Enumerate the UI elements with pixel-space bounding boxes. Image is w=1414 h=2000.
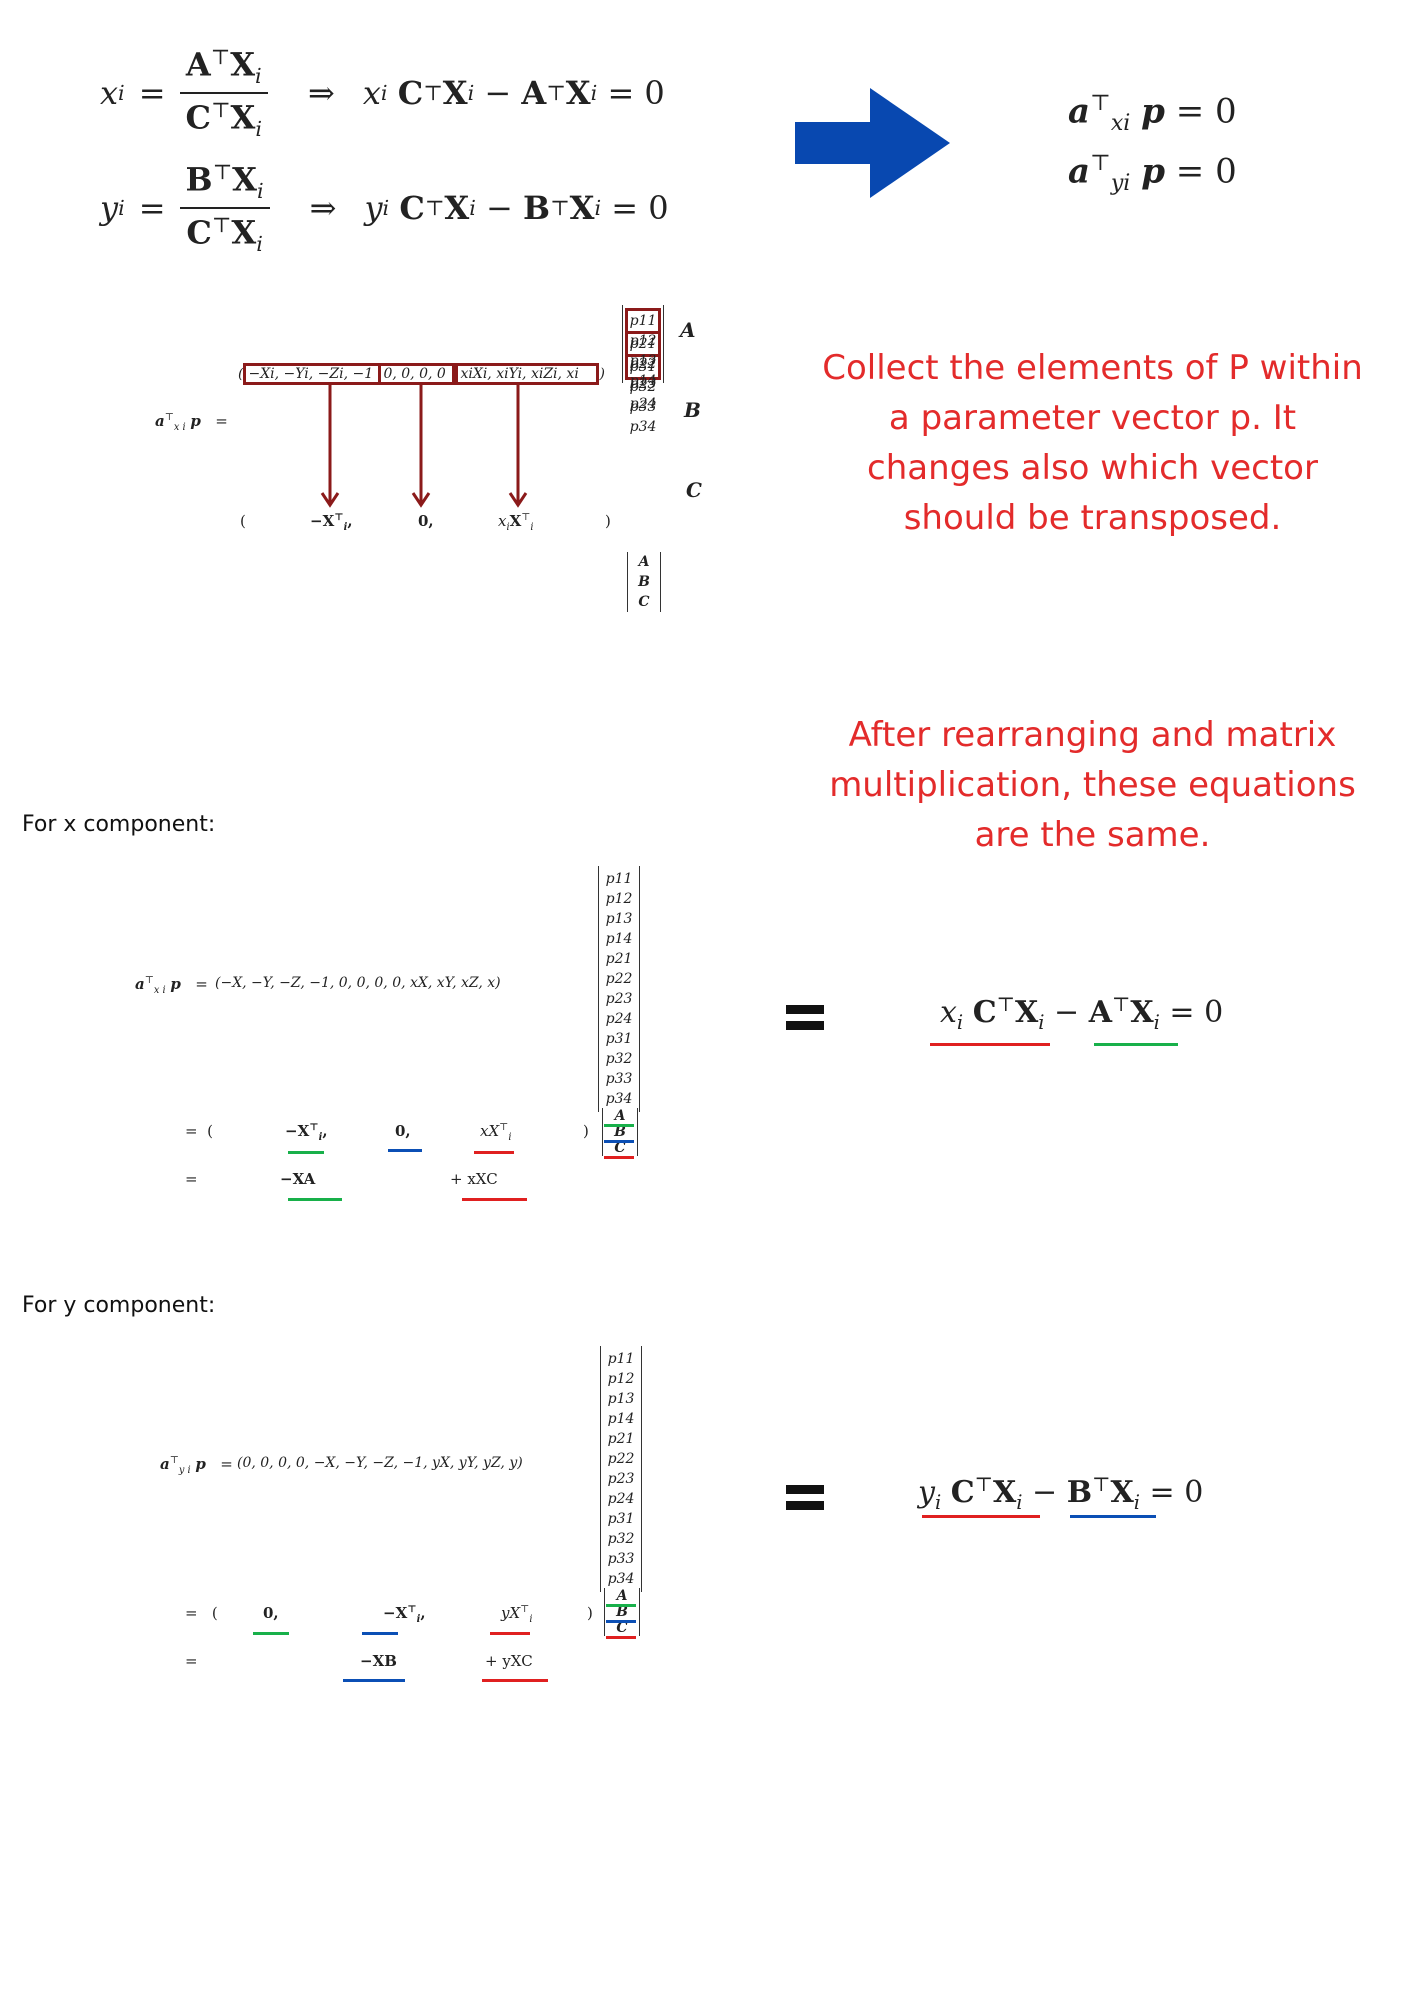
eq-ax-p: a⊤xi p = 0 (1068, 90, 1237, 137)
y-line2: = ( 0, −X⊤i, yX⊤i ) (185, 1604, 593, 1625)
down-arrows-icon (320, 385, 528, 508)
block-label-C: C (686, 478, 702, 502)
equals-sign-y-bottom (786, 1501, 824, 1510)
block-label-B: B (684, 398, 701, 422)
y-final-eq: yi C⊤Xi − B⊤Xi = 0 (918, 1473, 1204, 1514)
y-row: (0, 0, 0, 0, −X, −Y, −Z, −1, yX, yY, yZ,… (237, 1455, 523, 1471)
equals-sign-y-top (786, 1485, 824, 1494)
label-x-component: For x component: (22, 812, 216, 837)
implies-arrow: ⇒ (308, 74, 335, 113)
x-line3: = −XA + xXC (185, 1170, 498, 1188)
diagram-output-row: ( −X⊤i, 0, xiX⊤i ) (240, 512, 611, 533)
blue-arrow-icon (795, 88, 950, 198)
y-line3: = −XB + yXC (185, 1652, 533, 1670)
note-rearrange: After rearranging and matrix multiplicat… (829, 715, 1356, 855)
diagram-lhs: a⊤x i p = (155, 412, 228, 433)
implies-arrow: ⇒ (309, 189, 337, 228)
x-final-eq: xi C⊤Xi − A⊤Xi = 0 (940, 993, 1224, 1034)
x-lhs: a⊤x i p = (135, 975, 208, 996)
x-line2: = ( −X⊤i, 0, xX⊤i ) (185, 1122, 589, 1143)
x-row: (−X, −Y, −Z, −1, 0, 0, 0, 0, xX, xY, xZ,… (215, 975, 501, 991)
equals-sign-x-top (786, 1005, 824, 1014)
equals-sign-x-bottom (786, 1021, 824, 1030)
eq-ay-p: a⊤yi p = 0 (1068, 150, 1237, 197)
block-label-A: A (680, 318, 696, 342)
y-lhs: a⊤y i p = (160, 1455, 233, 1476)
label-y-component: For y component: (22, 1293, 216, 1318)
note-collect: Collect the elements of P within a param… (822, 348, 1363, 538)
